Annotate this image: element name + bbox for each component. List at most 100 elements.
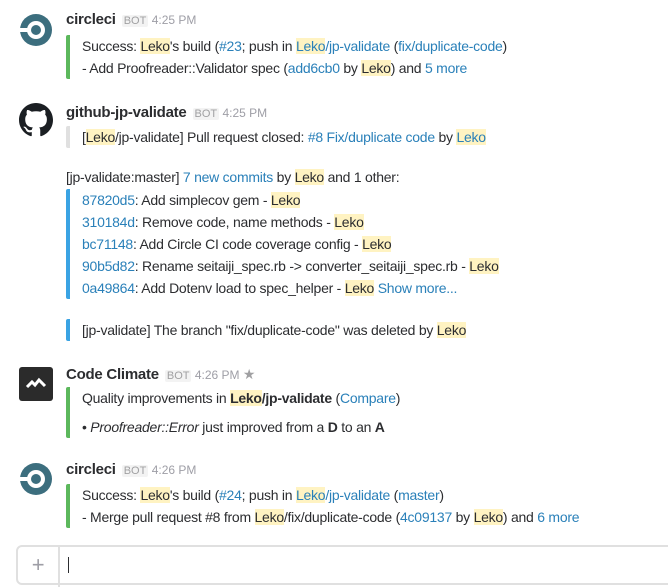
text-segment: by bbox=[434, 129, 457, 145]
timestamp[interactable]: 4:26 PM bbox=[194, 368, 240, 382]
text-segment: [jp-validate:master] bbox=[66, 169, 183, 185]
text-segment: : Add simplecov gem - bbox=[134, 192, 271, 208]
link[interactable]: 87820d5 bbox=[82, 192, 135, 208]
timestamp[interactable]: 4:25 PM bbox=[222, 106, 268, 120]
link[interactable]: 310184d bbox=[82, 214, 135, 230]
text-segment: ( bbox=[390, 487, 399, 503]
text-segment: ) bbox=[395, 390, 401, 406]
message-input[interactable]: + bbox=[16, 545, 668, 587]
link[interactable]: 90b5d82 bbox=[82, 258, 135, 274]
link[interactable]: 5 more bbox=[425, 60, 468, 76]
link[interactable]: Compare bbox=[339, 390, 396, 406]
text-cursor bbox=[68, 557, 69, 573]
text-segment: ) bbox=[502, 38, 508, 54]
mention-highlight: Leko bbox=[270, 192, 301, 208]
link[interactable]: Leko bbox=[456, 129, 486, 145]
text-segment: Success: bbox=[82, 487, 141, 503]
commit-item: bc71148: Add Circle CI code coverage con… bbox=[82, 233, 499, 255]
message-line: [Leko/jp-validate] Pull request closed: … bbox=[82, 126, 486, 148]
message-line: - Add Proofreader::Validator spec (add6c… bbox=[82, 57, 507, 79]
text-segment: [jp-validate] The branch "fix/duplicate-… bbox=[82, 322, 437, 338]
timestamp[interactable]: 4:25 PM bbox=[151, 13, 197, 27]
text-segment: /fix/duplicate-code ( bbox=[283, 509, 401, 525]
commits-attachment: 87820d5: Add simplecov gem - Leko 310184… bbox=[66, 189, 499, 299]
commit-item: 90b5d82: Rename seitaiji_spec.rb -> conv… bbox=[82, 255, 499, 277]
mention-highlight: Leko bbox=[294, 169, 324, 185]
link[interactable]: /jp-validate bbox=[325, 487, 391, 503]
bot-badge: BOT bbox=[121, 15, 149, 27]
link[interactable]: fix/duplicate-code bbox=[398, 38, 503, 54]
text-segment: A bbox=[374, 419, 385, 435]
link[interactable]: 6 more bbox=[537, 509, 580, 525]
text-segment: and 1 other: bbox=[323, 169, 400, 185]
text-segment: by bbox=[451, 509, 474, 525]
star-icon[interactable]: ★ bbox=[242, 366, 256, 382]
timestamp[interactable]: 4:26 PM bbox=[151, 463, 197, 477]
text-segment: : Add Circle CI code coverage config - bbox=[132, 236, 363, 252]
text-segment: : Remove code, name methods - bbox=[134, 214, 335, 230]
mention-highlight: Leko bbox=[230, 390, 262, 406]
commit-item: 87820d5: Add simplecov gem - Leko bbox=[82, 189, 499, 211]
link[interactable]: #8 Fix/duplicate code bbox=[307, 129, 435, 145]
text-segment: just improved from a bbox=[198, 419, 328, 435]
link[interactable]: 0a49864 bbox=[82, 280, 135, 296]
link[interactable]: Leko bbox=[295, 487, 326, 503]
mention-highlight: Leko bbox=[436, 322, 467, 338]
link[interactable]: bc71148 bbox=[82, 236, 133, 252]
push-header: [jp-validate:master] 7 new commits by Le… bbox=[66, 166, 400, 188]
message-line: [jp-validate] The branch "fix/duplicate-… bbox=[82, 319, 466, 341]
mention-highlight: Leko bbox=[254, 509, 284, 525]
link[interactable]: add6cb0 bbox=[287, 60, 340, 76]
text-segment: [ bbox=[82, 129, 86, 145]
pr-closed-attachment: [Leko/jp-validate] Pull request closed: … bbox=[66, 126, 486, 148]
mention-highlight: Leko bbox=[469, 258, 499, 274]
mention-highlight: Leko bbox=[344, 280, 375, 296]
text-segment: ( bbox=[390, 38, 399, 54]
code-climate-logo-icon[interactable] bbox=[19, 367, 53, 401]
mention-highlight: Leko bbox=[140, 487, 170, 503]
message-line: Success: Leko's build (#23; push in Leko… bbox=[82, 35, 507, 57]
link[interactable]: /jp-validate bbox=[325, 38, 391, 54]
link[interactable]: #23 bbox=[219, 38, 242, 54]
text-segment: ) bbox=[439, 487, 444, 503]
mention-highlight: Leko bbox=[85, 129, 115, 145]
link[interactable]: 7 new commits bbox=[182, 169, 274, 185]
text-segment: D bbox=[327, 419, 338, 435]
text-segment: /jp-validate] Pull request closed: bbox=[115, 129, 308, 145]
commit-item: 310184d: Remove code, name methods - Lek… bbox=[82, 211, 499, 233]
link[interactable]: #24 bbox=[219, 487, 242, 503]
text-segment: ; push in bbox=[241, 487, 296, 503]
link[interactable]: 4c09137 bbox=[400, 509, 452, 525]
mention-highlight: Leko bbox=[362, 236, 392, 252]
circleci-logo-icon[interactable] bbox=[19, 13, 53, 47]
text-segment: • bbox=[82, 419, 91, 435]
message-line: Quality improvements in Leko/jp-validate… bbox=[82, 387, 400, 409]
text-segment: 's build ( bbox=[169, 38, 220, 54]
text-segment: - Merge pull request #8 from bbox=[82, 509, 255, 525]
text-segment: to an bbox=[337, 419, 375, 435]
plus-button[interactable]: + bbox=[18, 547, 60, 587]
text-segment: Success: bbox=[82, 38, 141, 54]
text-segment: ; push in bbox=[241, 38, 296, 54]
mention-highlight: Leko bbox=[361, 60, 391, 76]
bot-badge: BOT bbox=[164, 370, 192, 382]
text-segment: ) and bbox=[502, 509, 538, 525]
text-segment: ( bbox=[331, 390, 341, 406]
link[interactable]: Leko bbox=[295, 38, 326, 54]
github-logo-icon[interactable] bbox=[19, 103, 53, 137]
text-segment: Proofreader::Error bbox=[90, 419, 199, 435]
attachment: Success: Leko 's build (#23; push in Leko… bbox=[66, 35, 507, 79]
attachment: Quality improvements in Leko/jp-validate… bbox=[66, 387, 400, 438]
circleci-logo-icon[interactable] bbox=[19, 462, 53, 496]
text-segment: by bbox=[339, 60, 362, 76]
link[interactable]: Show more... bbox=[377, 280, 458, 296]
link[interactable]: master bbox=[398, 487, 440, 503]
message-line: • Proofreader::Error just improved from … bbox=[82, 416, 400, 438]
bot-badge: BOT bbox=[192, 108, 220, 120]
text-segment: by bbox=[273, 169, 295, 185]
message-line: Success: Leko's build (#24; push in Leko… bbox=[82, 484, 579, 506]
